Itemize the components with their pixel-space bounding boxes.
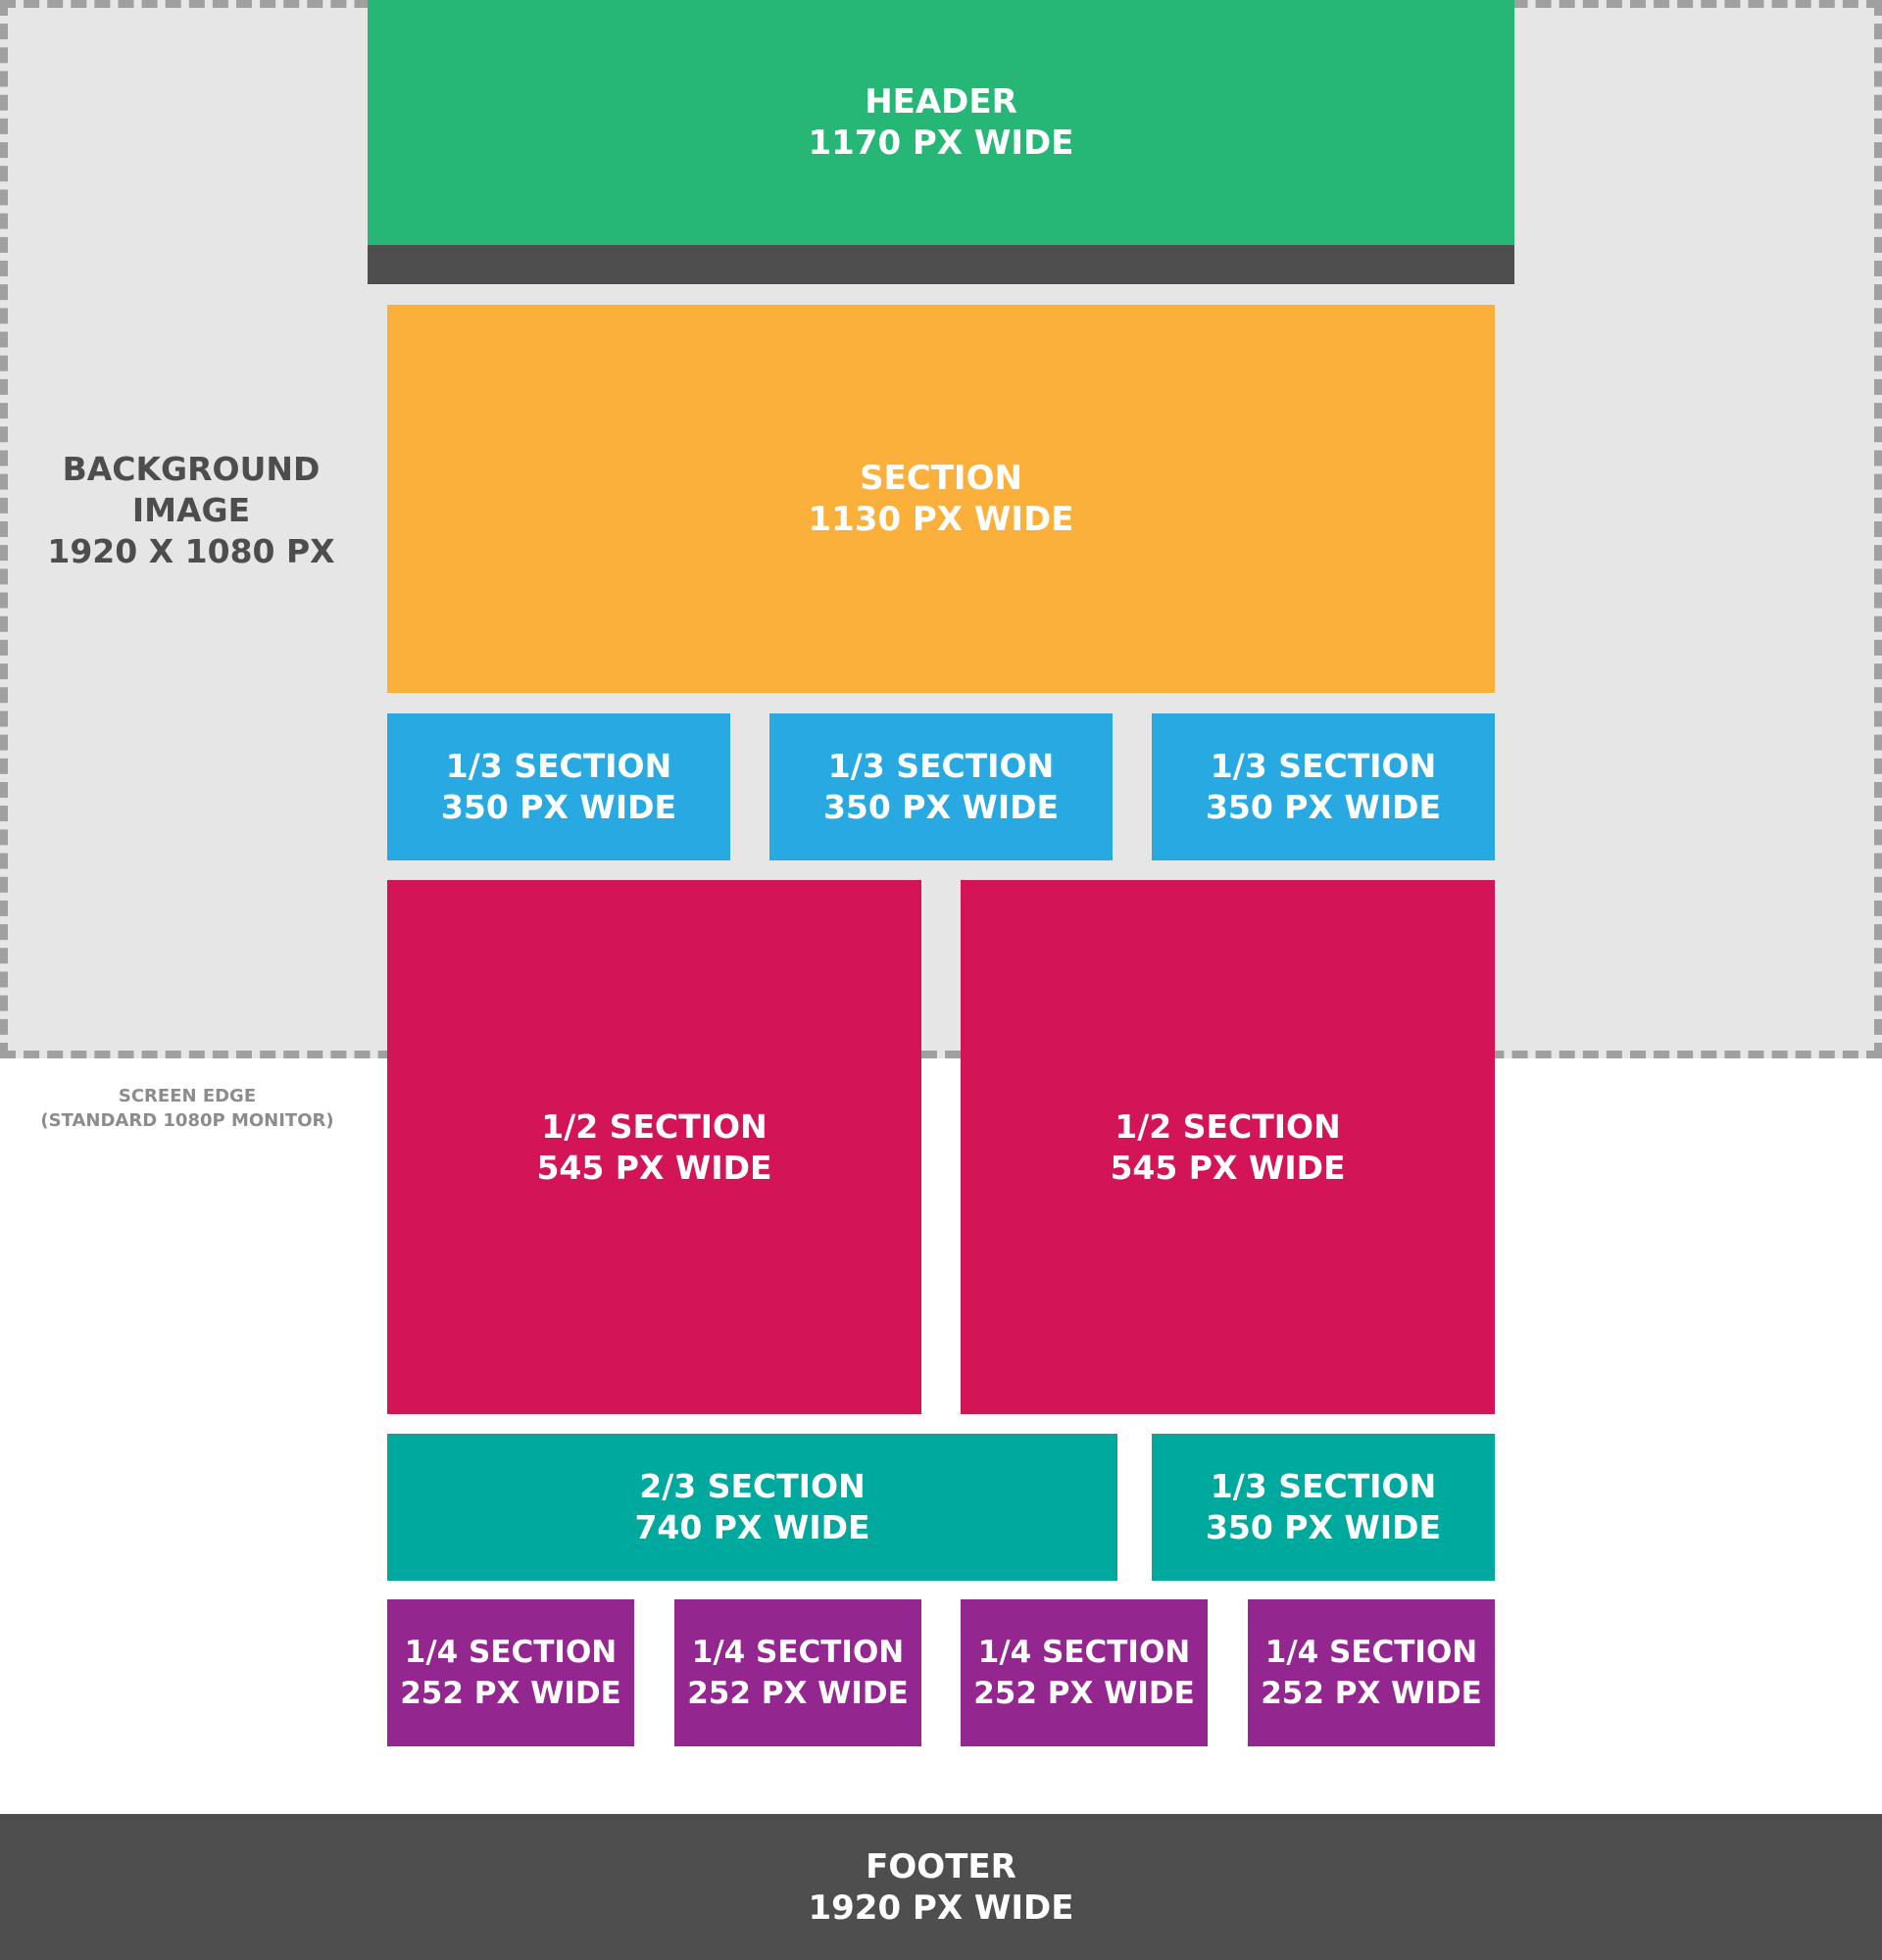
quarter-section-title: 1/4 SECTION bbox=[404, 1635, 618, 1670]
third-section-title: 1/3 SECTION bbox=[827, 747, 1055, 785]
background-image-label: BACKGROUND IMAGE 1920 X 1080 PX bbox=[39, 449, 343, 572]
two-third-section-block: 2/3 SECTION 740 PX WIDE bbox=[387, 1434, 1117, 1581]
header-block: HEADER 1170 PX WIDE bbox=[368, 0, 1514, 245]
third-section-width-label: 350 PX WIDE bbox=[440, 788, 677, 826]
quarter-section-width-label: 252 PX WIDE bbox=[687, 1676, 909, 1711]
quarter-section-title: 1/4 SECTION bbox=[691, 1635, 905, 1670]
screen-edge-bottom-line bbox=[0, 1051, 1882, 1058]
footer-title: FOOTER bbox=[866, 1846, 1016, 1886]
quarter-section-block-4: 1/4 SECTION 252 PX WIDE bbox=[1248, 1599, 1495, 1746]
half-section-title: 1/2 SECTION bbox=[1114, 1106, 1341, 1146]
third-section-block-2: 1/3 SECTION 350 PX WIDE bbox=[769, 713, 1113, 860]
screen-edge-label-line-1: SCREEN EDGE bbox=[118, 1086, 257, 1106]
quarter-section-width-label: 252 PX WIDE bbox=[1261, 1676, 1482, 1711]
full-section-width-label: 1130 PX WIDE bbox=[808, 500, 1074, 539]
screen-edge-left-line bbox=[0, 0, 8, 1058]
two-third-section-title: 2/3 SECTION bbox=[639, 1467, 866, 1505]
full-section-title: SECTION bbox=[860, 459, 1022, 498]
third-section-title: 1/3 SECTION bbox=[445, 747, 672, 785]
half-section-width-label: 545 PX WIDE bbox=[1110, 1148, 1346, 1187]
one-third-section-block: 1/3 SECTION 350 PX WIDE bbox=[1152, 1434, 1495, 1581]
half-section-title: 1/2 SECTION bbox=[541, 1106, 768, 1146]
screen-edge-right-line bbox=[1874, 0, 1882, 1058]
half-section-block-2: 1/2 SECTION 545 PX WIDE bbox=[961, 880, 1495, 1414]
third-section-width-label: 350 PX WIDE bbox=[1205, 788, 1442, 826]
quarter-section-title: 1/4 SECTION bbox=[1264, 1635, 1478, 1670]
quarter-section-block-3: 1/4 SECTION 252 PX WIDE bbox=[961, 1599, 1208, 1746]
third-section-block-3: 1/3 SECTION 350 PX WIDE bbox=[1152, 713, 1495, 860]
one-third-section-title: 1/3 SECTION bbox=[1210, 1467, 1437, 1505]
quarter-section-width-label: 252 PX WIDE bbox=[973, 1676, 1195, 1711]
third-section-width-label: 350 PX WIDE bbox=[822, 788, 1060, 826]
header-width-label: 1170 PX WIDE bbox=[808, 123, 1074, 163]
footer-block: FOOTER 1920 PX WIDE bbox=[0, 1814, 1882, 1960]
header-title: HEADER bbox=[865, 82, 1017, 122]
two-third-section-width-label: 740 PX WIDE bbox=[634, 1508, 870, 1546]
half-section-block-1: 1/2 SECTION 545 PX WIDE bbox=[387, 880, 921, 1414]
quarter-section-width-label: 252 PX WIDE bbox=[400, 1676, 621, 1711]
screen-edge-label: SCREEN EDGE (STANDARD 1080P MONITOR) bbox=[29, 1084, 345, 1133]
full-section-block: SECTION 1130 PX WIDE bbox=[387, 305, 1495, 693]
half-section-width-label: 545 PX WIDE bbox=[536, 1148, 772, 1187]
quarter-section-title: 1/4 SECTION bbox=[977, 1635, 1191, 1670]
background-label-line-2: IMAGE bbox=[131, 491, 251, 529]
third-section-block-1: 1/3 SECTION 350 PX WIDE bbox=[387, 713, 730, 860]
background-label-line-3: 1920 X 1080 PX bbox=[47, 532, 335, 570]
third-section-title: 1/3 SECTION bbox=[1210, 747, 1437, 785]
quarter-section-block-1: 1/4 SECTION 252 PX WIDE bbox=[387, 1599, 634, 1746]
screen-edge-label-line-2: (STANDARD 1080P MONITOR) bbox=[40, 1110, 334, 1131]
quarter-section-block-2: 1/4 SECTION 252 PX WIDE bbox=[674, 1599, 921, 1746]
background-label-line-1: BACKGROUND bbox=[62, 450, 321, 488]
one-third-section-width-label: 350 PX WIDE bbox=[1205, 1508, 1442, 1546]
footer-width-label: 1920 PX WIDE bbox=[808, 1887, 1074, 1928]
